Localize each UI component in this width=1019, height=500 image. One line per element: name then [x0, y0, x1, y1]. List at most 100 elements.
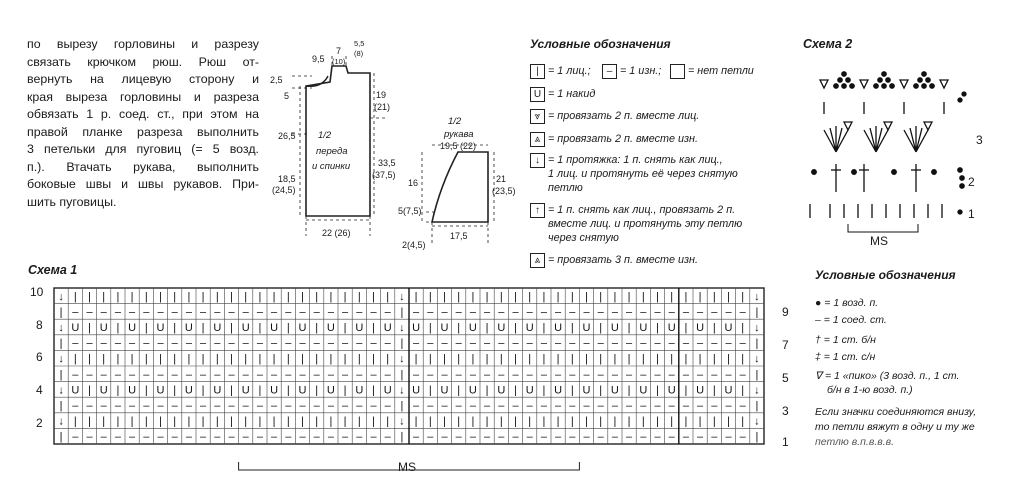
stitch-symbol: – — [186, 306, 193, 318]
stitch-symbol: – — [385, 400, 392, 412]
stitch-symbol: | — [727, 353, 730, 365]
stitch-symbol: – — [157, 431, 164, 443]
stitch-symbol: | — [514, 291, 517, 303]
stitch-symbol: | — [400, 400, 403, 412]
legend-row: U = 1 накид — [530, 87, 770, 103]
stitch-symbol: | — [670, 353, 673, 365]
dim-label: 17,5 — [450, 231, 468, 241]
stitch-symbol: – — [654, 338, 661, 350]
stitch-symbol: – — [370, 338, 377, 350]
stitch-symbol: – — [555, 400, 562, 412]
stitch-symbol: – — [285, 338, 292, 350]
stitch-symbol: | — [258, 322, 261, 334]
stitch-symbol: – — [725, 306, 732, 318]
stitch-symbol: | — [116, 353, 119, 365]
stitch-symbol: – — [527, 431, 534, 443]
stitch-symbol: – — [498, 306, 505, 318]
stitch-symbol: | — [755, 306, 758, 318]
legend-text: петлю — [548, 182, 583, 194]
stitch-symbol: | — [514, 384, 517, 396]
stitch-symbol: – — [243, 400, 250, 412]
stitch-symbol: – — [243, 369, 250, 381]
stitch-symbol: | — [656, 291, 659, 303]
stitch-symbol: | — [315, 291, 318, 303]
stitch-symbol: | — [429, 291, 432, 303]
stitch-symbol: – — [697, 431, 704, 443]
stitch-symbol: | — [315, 416, 318, 428]
stitch-symbol: – — [129, 306, 136, 318]
stitch-symbol: | — [528, 353, 531, 365]
dim-label: 2(4,5) — [402, 240, 426, 250]
stitch-symbol: – — [711, 338, 718, 350]
body-label: переда — [316, 146, 348, 157]
stitch-symbol: – — [583, 306, 590, 318]
stitch-symbol: | — [599, 384, 602, 396]
stitch-symbol: | — [258, 416, 261, 428]
legend-row: ↓ = 1 протяжка: 1 п. снять как лиц., 1 л… — [530, 153, 770, 197]
stitch-symbol: – — [86, 369, 93, 381]
stitch-symbol: – — [527, 306, 534, 318]
stitch-symbol: – — [115, 400, 122, 412]
scheme2-note: то петли вяжут в одну и ту же — [815, 421, 975, 433]
sleeve-title: рукава — [443, 129, 474, 140]
stitch-symbol: | — [344, 353, 347, 365]
stitch-symbol: | — [244, 416, 247, 428]
instructions-line: вернуть на лицевую сторону и — [27, 72, 259, 86]
stitch-symbol: | — [642, 353, 645, 365]
stitch-symbol: – — [527, 400, 534, 412]
stitch-symbol: | — [656, 322, 659, 334]
stitch-symbol: – — [512, 400, 519, 412]
stitch-symbol: U — [725, 322, 733, 334]
stitch-symbol: | — [102, 353, 105, 365]
stitch-symbol: | — [429, 416, 432, 428]
stitch-symbol: – — [271, 369, 278, 381]
stitch-symbol: | — [415, 291, 418, 303]
stitch-symbol: | — [372, 291, 375, 303]
stitch-symbol: | — [713, 353, 716, 365]
stitch-symbol: – — [711, 369, 718, 381]
stitch-symbol: – — [683, 431, 690, 443]
stitch-symbol: | — [173, 353, 176, 365]
stitch-symbol: – — [512, 306, 519, 318]
stitch-symbol: – — [555, 338, 562, 350]
stitch-symbol: | — [244, 353, 247, 365]
stitch-symbol: – — [356, 431, 363, 443]
stitch-symbol: – — [441, 338, 448, 350]
stitch-symbol: | — [528, 291, 531, 303]
dim-label: (10) — [332, 57, 346, 66]
stitch-symbol: – — [385, 369, 392, 381]
stitch-symbol: | — [514, 322, 517, 334]
stitch-symbol: – — [385, 338, 392, 350]
stitch-symbol: | — [500, 353, 503, 365]
stitch-symbol: ↓ — [58, 416, 64, 428]
stitch-symbol: | — [88, 416, 91, 428]
stitch-symbol: | — [230, 322, 233, 334]
instructions-line: боковые швы и швы рукавов. При- — [27, 177, 259, 191]
stitch-symbol: – — [72, 369, 79, 381]
stitch-symbol: | — [187, 353, 190, 365]
stitch-symbol: – — [257, 306, 264, 318]
stitch-symbol: – — [157, 338, 164, 350]
stitch-symbol: | — [415, 353, 418, 365]
stitch-symbol: – — [583, 431, 590, 443]
row-number: 2 — [36, 416, 43, 430]
stitch-symbol: – — [555, 306, 562, 318]
stitch-symbol: | — [216, 416, 219, 428]
stitch-symbol: U — [128, 322, 136, 334]
stitch-symbol: | — [670, 416, 673, 428]
stitch-symbol: – — [285, 400, 292, 412]
stitch-symbol: | — [486, 416, 489, 428]
stitch-symbol: – — [725, 431, 732, 443]
stitch-symbol: – — [725, 400, 732, 412]
stitch-symbol: – — [157, 306, 164, 318]
stitch-symbol: U — [412, 322, 420, 334]
stitch-symbol: – — [157, 400, 164, 412]
row-number: 10 — [30, 285, 44, 299]
stitch-symbol: | — [741, 291, 744, 303]
stitch-symbol: | — [88, 353, 91, 365]
stitch-symbol: U — [185, 322, 193, 334]
stitch-symbol: U — [611, 322, 619, 334]
stitch-symbol: – — [86, 306, 93, 318]
stitch-symbol: | — [571, 291, 574, 303]
stitch-symbol: – — [200, 306, 207, 318]
